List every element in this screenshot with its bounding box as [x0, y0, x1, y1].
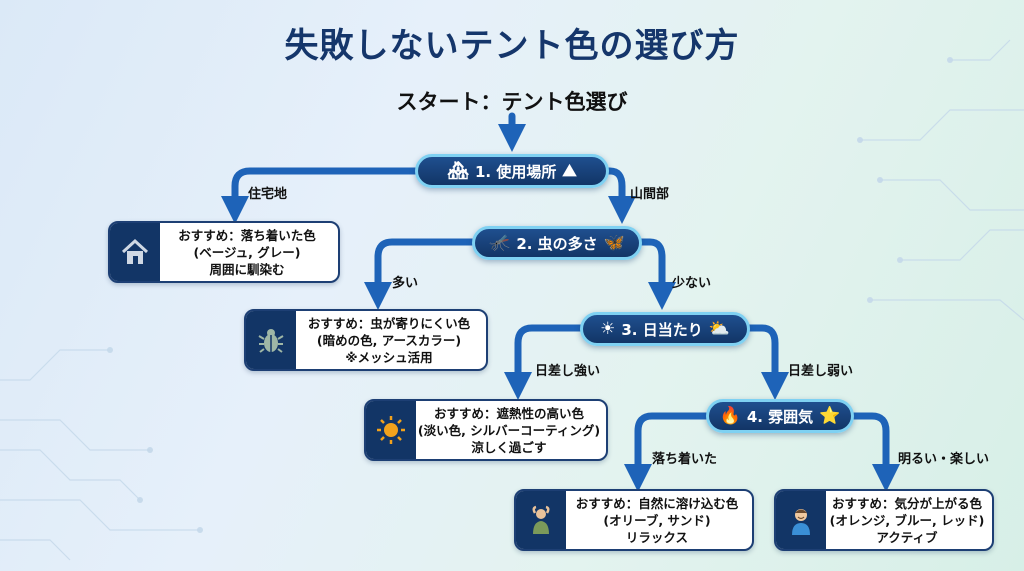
result-line: おすすめ：虫が寄りにくい色: [307, 315, 471, 331]
happy-person-icon: [776, 491, 826, 549]
question-label: 1. 使用場所: [474, 162, 557, 181]
edge-label-few: 少ない: [672, 276, 712, 291]
result-card-strong-sun: おすすめ：遮熱性の高い色 (淡い色, シルバーコーティング) 涼しく過ごす: [364, 399, 608, 461]
result-line: おすすめ：気分が上がる色: [831, 495, 982, 511]
sun-icon: ☀: [600, 318, 616, 339]
bug-icon: [246, 311, 296, 369]
edge-label-cheerful: 明るい・楽しい: [898, 452, 990, 467]
question-node-location: 🏘 1. 使用場所 ⛰: [415, 154, 609, 188]
edge-label-many: 多い: [392, 276, 419, 291]
edge-label-calm: 落ち着いた: [652, 452, 718, 467]
result-card-residential: おすすめ：落ち着いた色 (ベージュ, グレー) 周囲に馴染む: [108, 221, 340, 283]
result-line: 涼しく過ごす: [471, 439, 547, 455]
sun-cloud-icon: ⛅: [708, 318, 730, 339]
result-line: (オリーブ, サンド): [603, 512, 711, 528]
arrow-q3-right: [744, 324, 789, 400]
arrow-q2-right: [636, 238, 676, 310]
edge-label-residential: 住宅地: [248, 187, 288, 202]
question-node-sunlight: ☀ 3. 日当たり ⛅: [580, 312, 750, 346]
result-line: (淡い色, シルバーコーティング): [417, 422, 601, 438]
question-label: 2. 虫の多さ: [516, 234, 598, 253]
question-node-insects: 🦟 2. 虫の多さ 🦋: [472, 226, 642, 260]
result-card-calm: おすすめ：自然に溶け込む色 (オリーブ, サンド) リラックス: [514, 489, 754, 551]
page-title: 失敗しないテント色の選び方: [284, 26, 740, 66]
mountain-icon: ⛰: [562, 160, 577, 181]
arrow-q1-left: [221, 167, 422, 224]
sun-icon: [366, 401, 416, 459]
question-label: 4. 雰囲気: [746, 407, 814, 426]
mosquito-icon: 🦟: [489, 232, 511, 253]
relaxing-person-icon: [516, 491, 566, 549]
question-label: 3. 日当たり: [621, 320, 703, 339]
house-icon: [110, 223, 160, 281]
star-icon: ⭐: [819, 405, 841, 426]
result-line: (ベージュ, グレー): [193, 244, 301, 260]
result-line: (オレンジ, ブルー, レッド): [829, 512, 985, 528]
result-line: おすすめ：遮熱性の高い色: [433, 405, 584, 421]
campfire-icon: 🔥: [719, 405, 741, 426]
edge-label-weak-sun: 日差し弱い: [788, 364, 854, 379]
arrow-q4-right: [847, 412, 900, 492]
arrow-q4-left: [624, 412, 712, 492]
house-icon: 🏘: [447, 160, 469, 181]
arrow-q1-right: [601, 167, 636, 224]
edge-label-strong-sun: 日差し強い: [535, 364, 601, 379]
result-line: おすすめ：落ち着いた色: [178, 227, 316, 243]
start-label: スタート：テント色選び: [396, 90, 628, 114]
result-line: 周囲に馴染む: [209, 261, 285, 277]
arrow-q3-left: [504, 324, 585, 400]
result-card-many-insects: おすすめ：虫が寄りにくい色 (暗めの色, アースカラー) ※メッシュ活用: [244, 309, 488, 371]
result-line: ※メッシュ活用: [345, 349, 433, 365]
question-node-mood: 🔥 4. 雰囲気 ⭐: [706, 399, 854, 433]
butterfly-icon: 🦋: [603, 232, 625, 253]
result-line: リラックス: [625, 529, 689, 545]
arrow-q2-left: [364, 238, 476, 310]
result-line: (暗めの色, アースカラー): [316, 332, 462, 348]
result-card-cheerful: おすすめ：気分が上がる色 (オレンジ, ブルー, レッド) アクティブ: [774, 489, 994, 551]
edge-label-mountain: 山間部: [630, 187, 670, 202]
result-line: アクティブ: [876, 529, 938, 545]
result-line: おすすめ：自然に溶け込む色: [575, 495, 739, 511]
